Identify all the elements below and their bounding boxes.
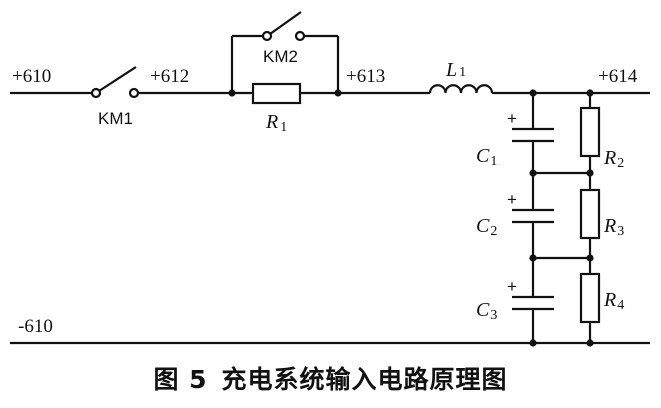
r2-resistor bbox=[579, 106, 601, 158]
c1-polarity-mark: + bbox=[507, 109, 517, 128]
junction-dot bbox=[586, 169, 594, 177]
junction-dot bbox=[586, 339, 594, 347]
c2-polarity-mark: + bbox=[507, 190, 517, 209]
net-label-neg610: -610 bbox=[18, 316, 53, 337]
net-label-pos612: +612 bbox=[150, 66, 189, 87]
r4-label: R4 bbox=[603, 289, 624, 313]
net-label-pos614: +614 bbox=[598, 66, 638, 87]
capacitor-column bbox=[512, 93, 554, 343]
r2-label: R2 bbox=[603, 147, 624, 171]
km1-label: KM1 bbox=[98, 109, 133, 128]
net-label-pos613: +613 bbox=[346, 66, 385, 87]
junction-dot bbox=[334, 89, 342, 97]
figure-title: 充电系统输入电路原理图 bbox=[221, 365, 508, 394]
c3-polarity-mark: + bbox=[507, 277, 517, 296]
km2-label: KM2 bbox=[263, 47, 298, 66]
net-label-pos610: +610 bbox=[12, 66, 51, 87]
junction-dot bbox=[586, 254, 594, 262]
resistor-divider-column bbox=[579, 93, 601, 343]
figure-number: 图 5 bbox=[153, 365, 208, 394]
junction-dot bbox=[586, 89, 594, 97]
r4-resistor bbox=[579, 272, 601, 324]
l1-inductor bbox=[428, 84, 494, 94]
c3-label: C3 bbox=[476, 299, 497, 323]
r3-resistor bbox=[579, 188, 601, 240]
km2-bypass bbox=[230, 11, 340, 93]
junction-dot bbox=[529, 254, 537, 262]
km1-switch bbox=[90, 66, 140, 99]
junction-dot bbox=[529, 89, 537, 97]
junction-dot bbox=[529, 339, 537, 347]
junction-dot bbox=[529, 169, 537, 177]
c2-label: C2 bbox=[476, 215, 497, 239]
figure-caption: 图 5 充电系统输入电路原理图 bbox=[0, 360, 661, 396]
c1-label: C1 bbox=[476, 145, 497, 169]
junction-dot bbox=[228, 89, 236, 97]
r1-resistor bbox=[251, 82, 302, 105]
r3-label: R3 bbox=[603, 215, 624, 239]
